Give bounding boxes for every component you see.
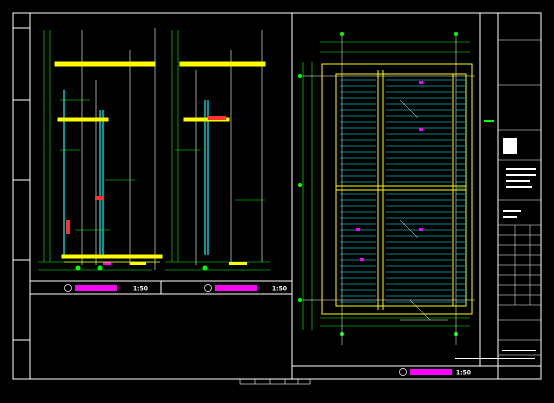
sheet-border — [12, 12, 542, 380]
revision-strip — [239, 378, 311, 385]
section-2-2-scale: 1:50 — [272, 286, 287, 293]
section-2-2-drawing — [165, 30, 270, 271]
plan-view-title: 1:50 — [399, 368, 471, 377]
section-1-1-title: 1:50 — [64, 284, 148, 293]
section-1-1-scale: 1:50 — [133, 286, 148, 293]
title-block — [498, 39, 541, 356]
title-block-logo-lines — [455, 350, 536, 359]
plan-view-drawing — [298, 32, 475, 345]
revision-note-marks — [484, 120, 494, 122]
section-2-2-title: 1:50 — [204, 284, 287, 293]
title-block-marks — [503, 138, 536, 218]
section-1-1-drawing — [38, 28, 163, 271]
plan-view-scale: 1:50 — [456, 370, 471, 377]
glass-panel-lines — [340, 79, 465, 303]
